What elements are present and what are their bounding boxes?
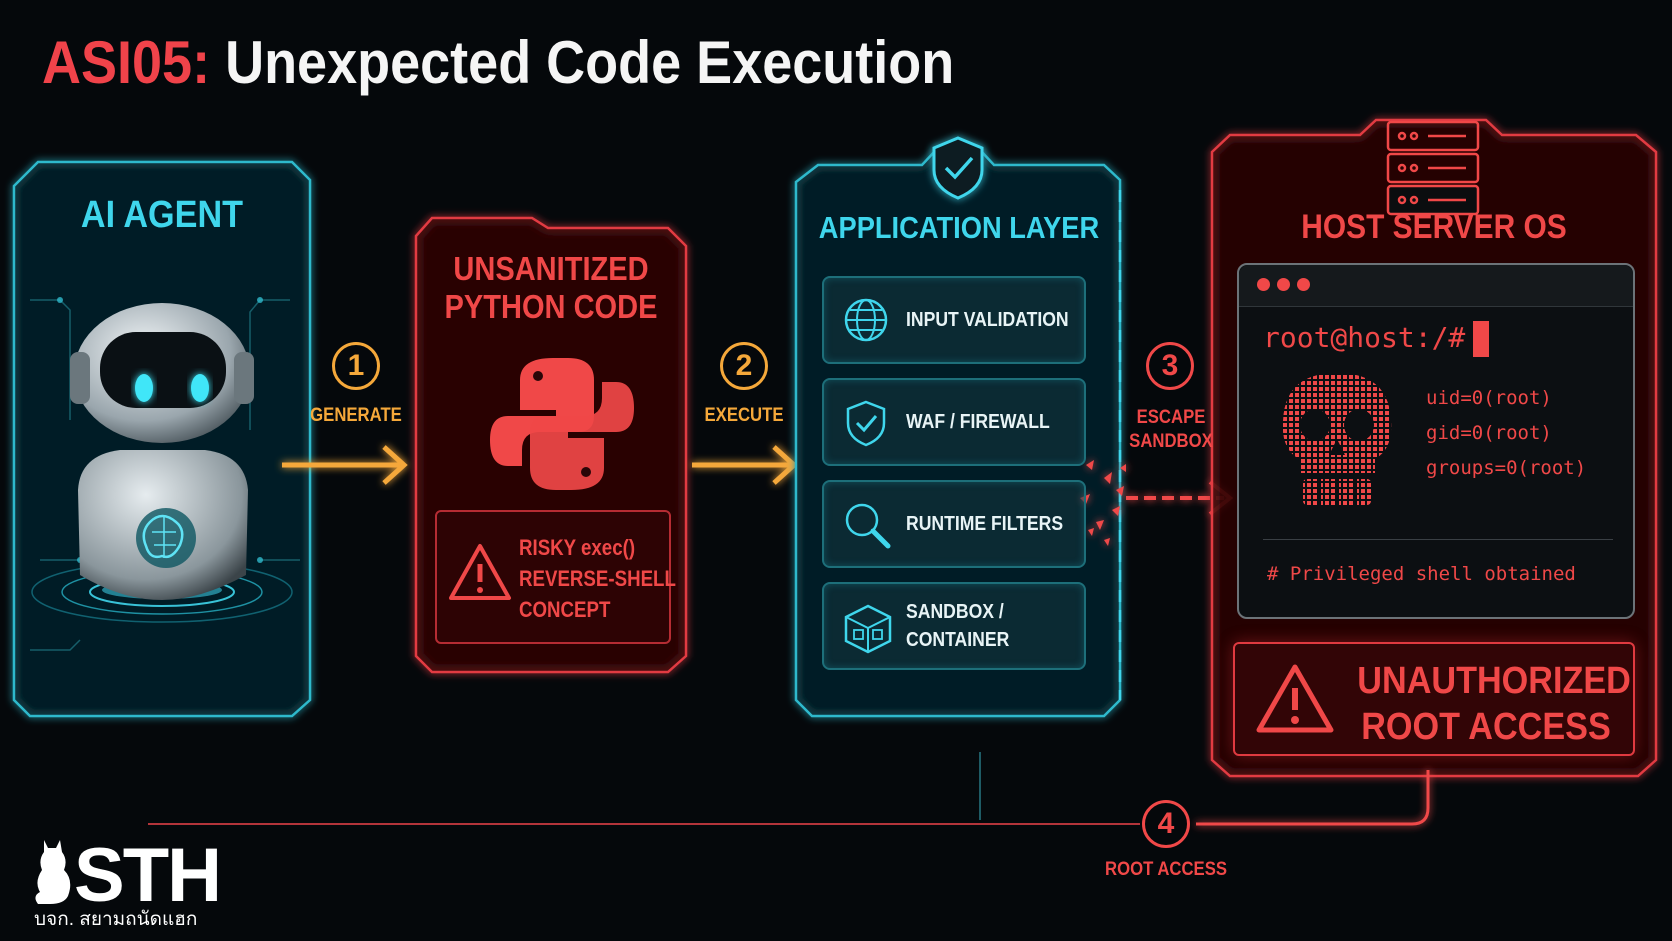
risky-line2: REVERSE-SHELL — [519, 566, 676, 591]
page-title: ASI05: Unexpected Code Execution — [42, 28, 954, 97]
prompt-text: root@host:/# — [1263, 321, 1466, 354]
terminal-comment: # Privileged shell obtained — [1267, 563, 1576, 585]
connector-root-access — [148, 752, 1430, 826]
skull-icon — [1277, 369, 1397, 509]
logo-subtitle: บจก. สยามถนัดแฮก — [34, 909, 198, 930]
layer-label-line1: SANDBOX / — [906, 601, 1004, 623]
layer-sandbox-container: SANDBOX / CONTAINER — [822, 582, 1086, 670]
host-panel-title: HOST SERVER OS — [1301, 208, 1567, 246]
risky-line3: CONCEPT — [519, 597, 611, 622]
layer-label: INPUT VALIDATION — [906, 309, 1069, 331]
step-1-label: GENERATE — [310, 405, 402, 426]
python-logo — [490, 358, 634, 490]
step-3-label-line1: ESCAPE — [1136, 407, 1206, 428]
layer-label: WAF / FIREWALL — [906, 411, 1050, 433]
layer-input-validation: INPUT VALIDATION — [822, 276, 1086, 364]
step-1-badge: 1 — [332, 342, 380, 390]
code-panel-title: UNSANITIZED PYTHON CODE — [432, 250, 670, 326]
step-3-badge: 3 — [1146, 342, 1194, 390]
title-code: ASI05: — [42, 29, 211, 96]
step-4-label: ROOT ACCESS — [1104, 859, 1227, 880]
globe-icon — [844, 298, 888, 342]
window-dot — [1257, 278, 1270, 291]
terminal-divider — [1263, 539, 1613, 540]
risky-line1: RISKY exec() — [519, 535, 636, 560]
magnifier-icon — [845, 503, 891, 549]
shield-check-icon — [932, 136, 984, 200]
unauthorized-alert: UNAUTHORIZED ROOT ACCESS — [1233, 642, 1635, 756]
unauthorized-text: UNAUTHORIZED ROOT ACCESS — [1357, 658, 1631, 750]
shield-icon — [846, 400, 886, 447]
server-icon — [1386, 120, 1480, 216]
risky-code-warning: RISKY exec() REVERSE-SHELL CONCEPT — [435, 510, 676, 644]
robot-illustration — [31, 303, 293, 623]
terminal-window: root@host:/# uid=0(root) gid=0(root) gro… — [1237, 263, 1635, 619]
code-title-line1: UNSANITIZED — [453, 250, 649, 287]
cat-logo-icon — [35, 840, 71, 904]
risky-code-text: RISKY exec() REVERSE-SHELL CONCEPT — [519, 532, 676, 625]
agent-title: AI AGENT — [80, 194, 244, 236]
step-2-label: EXECUTE — [704, 405, 784, 426]
alert-line1: UNAUTHORIZED — [1357, 660, 1631, 702]
alert-line2: ROOT ACCESS — [1361, 706, 1611, 748]
terminal-titlebar — [1239, 265, 1633, 307]
app-panel-title: APPLICATION LAYER — [818, 210, 1100, 245]
layer-label: RUNTIME FILTERS — [906, 513, 1064, 535]
groups-line: groups=0(root) — [1426, 457, 1587, 479]
window-dot — [1277, 278, 1290, 291]
layer-runtime-filters: RUNTIME FILTERS — [822, 480, 1086, 568]
title-text: Unexpected Code Execution — [225, 29, 955, 96]
gid-line: gid=0(root) — [1426, 422, 1552, 444]
step-3-label-line2: SANDBOX — [1129, 431, 1213, 452]
arrow-generate — [282, 445, 408, 485]
step-3-label: ESCAPE SANDBOX — [1128, 406, 1214, 454]
code-title-line2: PYTHON CODE — [444, 288, 658, 325]
uid-line: uid=0(root) — [1426, 387, 1552, 409]
window-dot — [1297, 278, 1310, 291]
layer-waf-firewall: WAF / FIREWALL — [822, 378, 1086, 466]
logo-text: STH — [74, 833, 222, 918]
container-icon — [844, 604, 892, 654]
terminal-cursor — [1473, 321, 1490, 357]
warning-icon — [449, 544, 511, 600]
arrow-execute — [692, 445, 798, 485]
layer-label: SANDBOX / CONTAINER — [906, 584, 1009, 668]
terminal-prompt: root@host:/# — [1263, 321, 1490, 357]
step-2-badge: 2 — [720, 342, 768, 390]
step-4-badge: 4 — [1142, 800, 1190, 848]
warning-icon — [1256, 664, 1334, 733]
layer-label-line2: CONTAINER — [906, 629, 1010, 651]
